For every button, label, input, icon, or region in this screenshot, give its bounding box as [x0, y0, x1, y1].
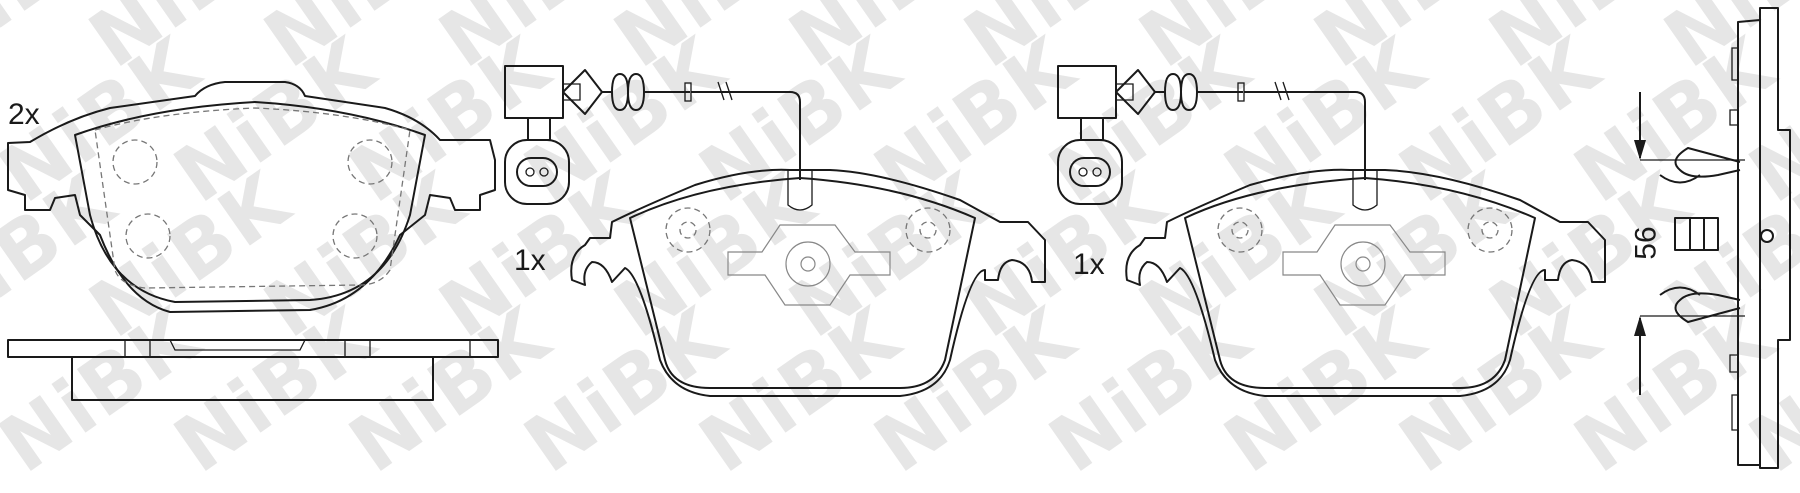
middle-sensor-boot-lower — [611, 91, 645, 111]
middle-sensor-pin-2 — [539, 167, 549, 177]
left-pad-hole-3 — [125, 213, 171, 259]
middle-sensor-plug-tab — [563, 83, 581, 101]
dimension-arrow-bottom — [1634, 316, 1646, 336]
middle-pad-hole-1-inner — [679, 221, 697, 239]
side-profile-friction — [1737, 19, 1761, 466]
left-pad-hole-2 — [347, 139, 393, 185]
right-pad-friction-outline — [1184, 177, 1536, 389]
right-pad-hole-1 — [1217, 207, 1263, 253]
middle-sensor-wire — [691, 91, 801, 180]
left-pad-hole-4 — [332, 213, 378, 259]
right-sensor-connector — [1057, 139, 1123, 205]
side-profile-pin — [1760, 229, 1774, 243]
middle-pad-shim — [727, 224, 891, 306]
middle-pad-backing-plate — [570, 168, 1046, 397]
quantity-label-left-pad: 2x — [8, 98, 40, 131]
middle-pad — [570, 168, 1046, 397]
left-pad-side-details — [124, 339, 471, 357]
middle-pad-hole-2 — [905, 207, 951, 253]
right-pad-hole-2 — [1467, 207, 1513, 253]
right-sensor-pin-1 — [1078, 167, 1088, 177]
right-pad-backing-plate — [1125, 168, 1606, 397]
right-sensor-connector-socket — [1069, 157, 1111, 187]
right-pad-shim-center — [1355, 256, 1371, 272]
right-sensor-boot-lower — [1164, 91, 1198, 111]
left-pad-hidden-outline — [94, 107, 411, 289]
left-pad-front-view — [7, 81, 496, 313]
spring-clip — [1659, 147, 1741, 323]
right-pad-hole-2-inner — [1481, 221, 1499, 239]
left-pad-hole-1 — [112, 139, 158, 185]
middle-sensor-connector — [504, 139, 570, 205]
right-sensor-pin-2 — [1092, 167, 1102, 177]
left-pad-backing-plate — [7, 81, 496, 313]
quantity-label-middle-pad: 1x — [514, 244, 546, 277]
dimension-label-56: 56 — [1629, 226, 1663, 260]
middle-pad-sensor-slot — [787, 170, 813, 211]
side-profile-backing — [1759, 7, 1791, 469]
right-pad-shim-ring — [1340, 241, 1386, 287]
right-pad-hole-1-inner — [1231, 221, 1249, 239]
right-sensor-break-mark — [1274, 81, 1290, 101]
left-pad-side-backing — [7, 339, 499, 358]
right-pad — [1125, 168, 1606, 397]
middle-sensor-connector-socket — [516, 157, 558, 187]
middle-pad-hole-1 — [665, 207, 711, 253]
left-pad-side-view — [7, 339, 499, 401]
middle-pad-friction-outline — [629, 177, 976, 389]
right-pad-shim — [1282, 224, 1446, 306]
quantity-label-right-pad: 1x — [1073, 248, 1105, 281]
dimension-arrow-top — [1634, 140, 1646, 160]
middle-pad-shim-ring — [785, 241, 831, 287]
side-profile-notches — [1729, 47, 1738, 431]
left-pad-friction-outline — [74, 101, 426, 303]
middle-wear-sensor — [504, 65, 801, 205]
pad-side-profile — [1634, 7, 1791, 469]
spring-clip-body — [1674, 217, 1719, 251]
middle-sensor-break-mark — [717, 81, 733, 101]
middle-pad-hole-2-inner — [919, 221, 937, 239]
right-sensor-wire — [1244, 91, 1366, 180]
middle-pad-shim-center — [800, 256, 816, 272]
left-pad-side-friction — [71, 357, 434, 401]
middle-sensor-pin-1 — [525, 167, 535, 177]
right-wear-sensor — [1057, 65, 1366, 205]
right-pad-sensor-slot — [1352, 170, 1378, 211]
